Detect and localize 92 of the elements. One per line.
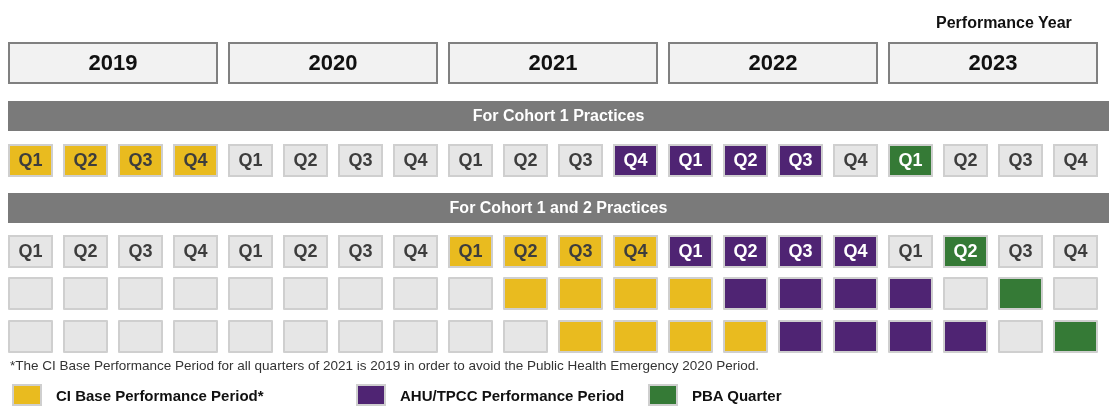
- quarter-cell: [503, 277, 548, 310]
- quarter-cell: [668, 320, 713, 353]
- legend-label: CI Base Performance Period*: [56, 386, 264, 404]
- quarter-cell: [943, 277, 988, 310]
- quarter-cell: Q3: [338, 144, 383, 177]
- quarter-cell: [888, 320, 933, 353]
- legend-label: AHU/TPCC Performance Period: [400, 386, 625, 404]
- quarter-cell: Q3: [558, 144, 603, 177]
- quarter-cell: Q4: [1053, 144, 1098, 177]
- quarter-cell: Q3: [778, 235, 823, 268]
- quarter-cell: [998, 320, 1043, 353]
- quarter-cell: [833, 277, 878, 310]
- quarter-cell: [63, 277, 108, 310]
- quarter-cell: Q3: [998, 235, 1043, 268]
- quarter-cell: Q2: [943, 144, 988, 177]
- quarter-cell: [723, 277, 768, 310]
- quarter-cell: Q1: [228, 144, 273, 177]
- quarter-cell: [118, 277, 163, 310]
- quarter-cell: Q2: [503, 235, 548, 268]
- quarter-cell: Q4: [613, 235, 658, 268]
- quarter-cell: [338, 320, 383, 353]
- year-header: 2022: [668, 42, 878, 84]
- quarter-cell: [668, 277, 713, 310]
- quarter-cell: [558, 277, 603, 310]
- quarter-cell: [118, 320, 163, 353]
- quarter-cell: Q3: [778, 144, 823, 177]
- quarter-cell: [778, 277, 823, 310]
- quarter-cell: [228, 320, 273, 353]
- year-header: 2023: [888, 42, 1098, 84]
- cohort-band: For Cohort 1 Practices: [8, 101, 1109, 131]
- quarter-cell: Q2: [283, 144, 328, 177]
- quarter-cell: Q4: [393, 144, 438, 177]
- quarter-cell: [778, 320, 823, 353]
- quarter-cell: Q4: [173, 144, 218, 177]
- quarter-cell: [173, 320, 218, 353]
- quarter-cell: [448, 277, 493, 310]
- quarter-cell: Q2: [943, 235, 988, 268]
- quarter-cell: Q4: [833, 235, 878, 268]
- quarter-cell: Q1: [448, 235, 493, 268]
- quarter-cell: [613, 320, 658, 353]
- quarter-cell: [613, 277, 658, 310]
- quarter-cell: Q1: [668, 235, 713, 268]
- quarter-cell: [63, 320, 108, 353]
- quarter-cell: [8, 320, 53, 353]
- quarter-cell: Q4: [1053, 235, 1098, 268]
- quarter-cell: Q4: [613, 144, 658, 177]
- quarter-cell: Q1: [888, 144, 933, 177]
- quarter-cell: Q2: [723, 144, 768, 177]
- quarter-cell: [448, 320, 493, 353]
- quarter-cell: [888, 277, 933, 310]
- quarter-cell: Q2: [63, 235, 108, 268]
- quarter-cell: [943, 320, 988, 353]
- quarter-cell: Q2: [723, 235, 768, 268]
- legend-label: PBA Quarter: [692, 386, 782, 404]
- quarter-cell: [723, 320, 768, 353]
- axis-title: Performance Year: [936, 14, 1072, 32]
- quarter-cell: [173, 277, 218, 310]
- quarter-cell: [503, 320, 548, 353]
- quarter-cell: Q1: [888, 235, 933, 268]
- quarter-cell: [228, 277, 273, 310]
- quarter-cell: [283, 277, 328, 310]
- quarter-cell: [1053, 320, 1098, 353]
- quarter-cell: [8, 277, 53, 310]
- year-header: 2020: [228, 42, 438, 84]
- quarter-cell: [393, 277, 438, 310]
- quarter-cell: [283, 320, 328, 353]
- quarter-cell: Q3: [558, 235, 603, 268]
- quarter-cell: [998, 277, 1043, 310]
- quarter-cell: [833, 320, 878, 353]
- quarter-cell: Q1: [8, 235, 53, 268]
- quarter-cell: Q3: [118, 144, 163, 177]
- quarter-cell: Q4: [173, 235, 218, 268]
- year-header: 2019: [8, 42, 218, 84]
- quarter-cell: [393, 320, 438, 353]
- quarter-cell: Q2: [503, 144, 548, 177]
- quarter-cell: [338, 277, 383, 310]
- quarter-cell: Q2: [283, 235, 328, 268]
- quarter-cell: Q3: [338, 235, 383, 268]
- year-header: 2021: [448, 42, 658, 84]
- quarter-cell: Q1: [8, 144, 53, 177]
- quarter-cell: Q3: [998, 144, 1043, 177]
- quarter-cell: Q3: [118, 235, 163, 268]
- quarter-cell: Q4: [393, 235, 438, 268]
- quarter-cell: Q1: [668, 144, 713, 177]
- quarter-cell: Q1: [228, 235, 273, 268]
- quarter-cell: [558, 320, 603, 353]
- cohort-band: For Cohort 1 and 2 Practices: [8, 193, 1109, 223]
- quarter-cell: Q2: [63, 144, 108, 177]
- quarter-cell: Q4: [833, 144, 878, 177]
- quarter-cell: [1053, 277, 1098, 310]
- quarter-cell: Q1: [448, 144, 493, 177]
- footnote: *The CI Base Performance Period for all quarters of 2021 is 2019 in order to avoid the Public Health Emergency 2020 Period.: [10, 358, 759, 373]
